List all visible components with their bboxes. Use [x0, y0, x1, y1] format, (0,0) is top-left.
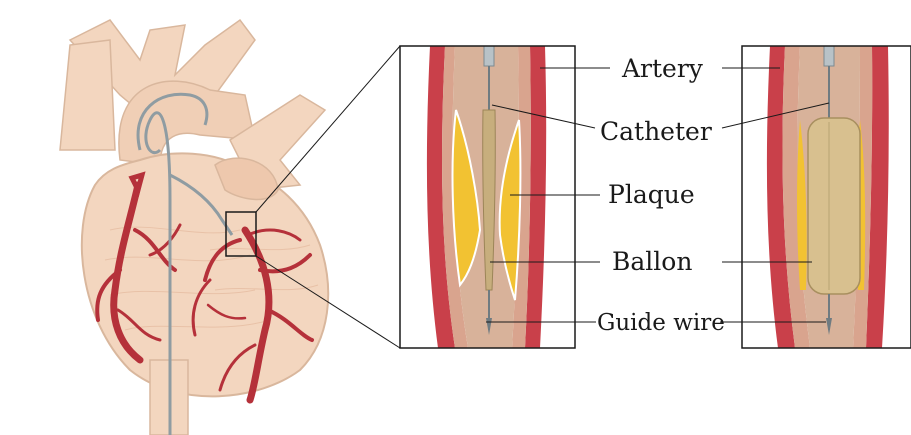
artery-panel-after	[742, 46, 911, 348]
balloon-deflated	[483, 110, 496, 290]
balloon-inflated	[808, 118, 860, 294]
label-balloon: Ballon	[612, 247, 692, 276]
label-guide-wire: Guide wire	[597, 310, 725, 336]
label-plaque: Plaque	[608, 180, 695, 209]
left-vessel-trunk	[60, 40, 115, 150]
label-catheter: Catheter	[600, 117, 712, 146]
label-artery: Artery	[621, 54, 704, 83]
heart-illustration	[60, 20, 328, 435]
catheter-tip-before	[484, 46, 494, 66]
catheter-tip-after	[824, 46, 834, 66]
artery-panel-before	[400, 46, 575, 348]
